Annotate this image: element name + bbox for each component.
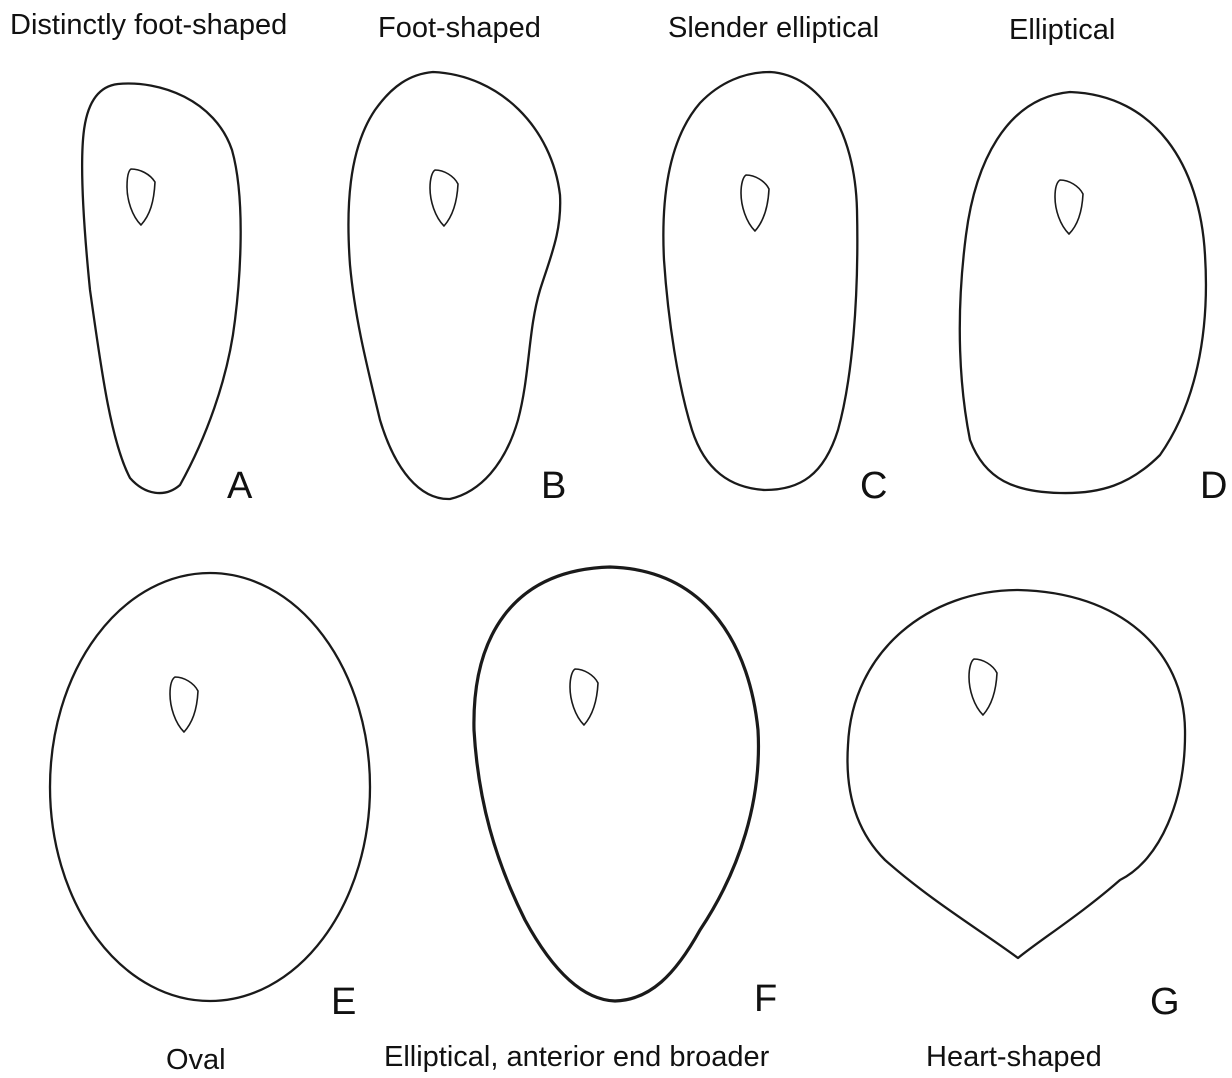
shape-e-eyespot xyxy=(170,677,198,732)
shape-f-label: Elliptical, anterior end broader xyxy=(384,1043,769,1072)
shape-g-outline xyxy=(847,590,1185,958)
shape-g-label: Heart-shaped xyxy=(926,1043,1102,1072)
shape-d-drawing xyxy=(960,92,1206,493)
shape-d-label: Elliptical xyxy=(1009,16,1115,45)
shape-b-label: Foot-shaped xyxy=(378,14,541,43)
shape-a-outline xyxy=(82,84,240,494)
shape-b-eyespot xyxy=(430,170,458,226)
shape-d-eyespot xyxy=(1055,180,1083,234)
panel-letter-f: F xyxy=(754,980,777,1018)
panel-letter-d: D xyxy=(1200,467,1227,505)
panel-letter-g: G xyxy=(1150,983,1180,1021)
shape-a-label: Distinctly foot-shaped xyxy=(10,11,287,40)
shape-c-drawing xyxy=(663,72,857,490)
panel-letter-e: E xyxy=(331,983,356,1021)
shape-a-drawing xyxy=(82,84,240,494)
shape-g-drawing xyxy=(847,590,1185,958)
shape-f-eyespot xyxy=(570,669,598,725)
shape-e-label: Oval xyxy=(166,1046,226,1075)
shape-c-eyespot xyxy=(741,175,769,231)
shape-d-outline xyxy=(960,92,1206,493)
shape-c-outline xyxy=(663,72,857,490)
shape-f-drawing xyxy=(474,567,759,1001)
panel-letter-c: C xyxy=(860,467,887,505)
panel-letter-a: A xyxy=(227,467,252,505)
panel-letter-b: B xyxy=(541,467,566,505)
shape-b-drawing xyxy=(348,72,560,499)
shape-f-outline xyxy=(474,567,759,1001)
shape-g-eyespot xyxy=(969,659,997,715)
shape-a-eyespot xyxy=(127,169,155,225)
shape-e-outline xyxy=(50,573,370,1001)
shape-c-label: Slender elliptical xyxy=(668,14,879,43)
shape-e-drawing xyxy=(50,573,370,1001)
shape-b-outline xyxy=(348,72,560,499)
